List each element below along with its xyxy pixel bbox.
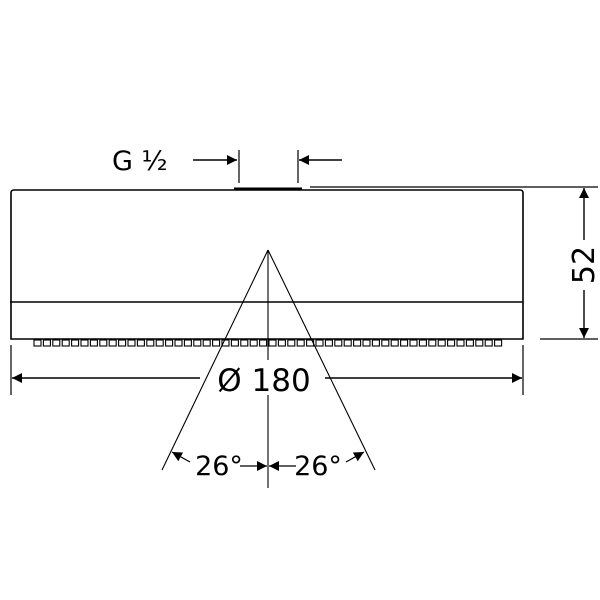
nozzle (165, 339, 174, 347)
nozzle (484, 339, 493, 347)
nozzle (118, 339, 127, 347)
nozzle (315, 339, 324, 347)
nozzle (409, 339, 418, 347)
nozzle (428, 339, 437, 347)
nozzle (400, 339, 409, 347)
nozzle (465, 339, 474, 347)
nozzle (71, 339, 80, 347)
nozzle (353, 339, 362, 347)
nozzle (371, 339, 380, 347)
nozzle (334, 339, 343, 347)
nozzle (89, 339, 98, 347)
nozzle (494, 339, 503, 347)
nozzle (99, 339, 108, 347)
nozzle (287, 339, 296, 347)
nozzle-row (33, 339, 503, 347)
nozzle (475, 339, 484, 347)
nozzle (456, 339, 465, 347)
nozzle (268, 339, 277, 347)
nozzle (240, 339, 249, 347)
nozzle (249, 339, 258, 347)
nozzle (61, 339, 70, 347)
spray-cone-right (267, 249, 376, 471)
nozzle (155, 339, 164, 347)
height-label: 52 (567, 246, 600, 284)
nozzle (277, 339, 286, 347)
nozzle (146, 339, 155, 347)
nozzle (212, 339, 221, 347)
nozzle (193, 339, 202, 347)
nozzle (437, 339, 446, 347)
angle-arrow-left-outer (171, 451, 191, 463)
nozzle (174, 339, 183, 347)
nozzle (362, 339, 371, 347)
nozzle (230, 339, 239, 347)
nozzle (418, 339, 427, 347)
spray-cone-left (161, 249, 269, 471)
nozzle (343, 339, 352, 347)
nozzle (33, 339, 42, 347)
nozzle (80, 339, 89, 347)
nozzle (136, 339, 145, 347)
nozzle (221, 339, 230, 347)
nozzle (42, 339, 51, 347)
shower-body-outline (10, 189, 524, 340)
nozzle (108, 339, 117, 347)
nozzle (127, 339, 136, 347)
nozzle (324, 339, 333, 347)
nozzle (52, 339, 61, 347)
nozzle (390, 339, 399, 347)
angle-right-label: 26° (294, 451, 342, 482)
angle-arrow-right-outer (345, 451, 365, 463)
nozzle (202, 339, 211, 347)
nozzle (447, 339, 456, 347)
nozzle (381, 339, 390, 347)
thread-size-label: G ½ (112, 146, 168, 177)
angle-left-label: 26° (195, 451, 243, 482)
nozzle (296, 339, 305, 347)
nozzle (259, 339, 268, 347)
nozzle (183, 339, 192, 347)
diameter-label: Ø 180 (217, 363, 310, 399)
